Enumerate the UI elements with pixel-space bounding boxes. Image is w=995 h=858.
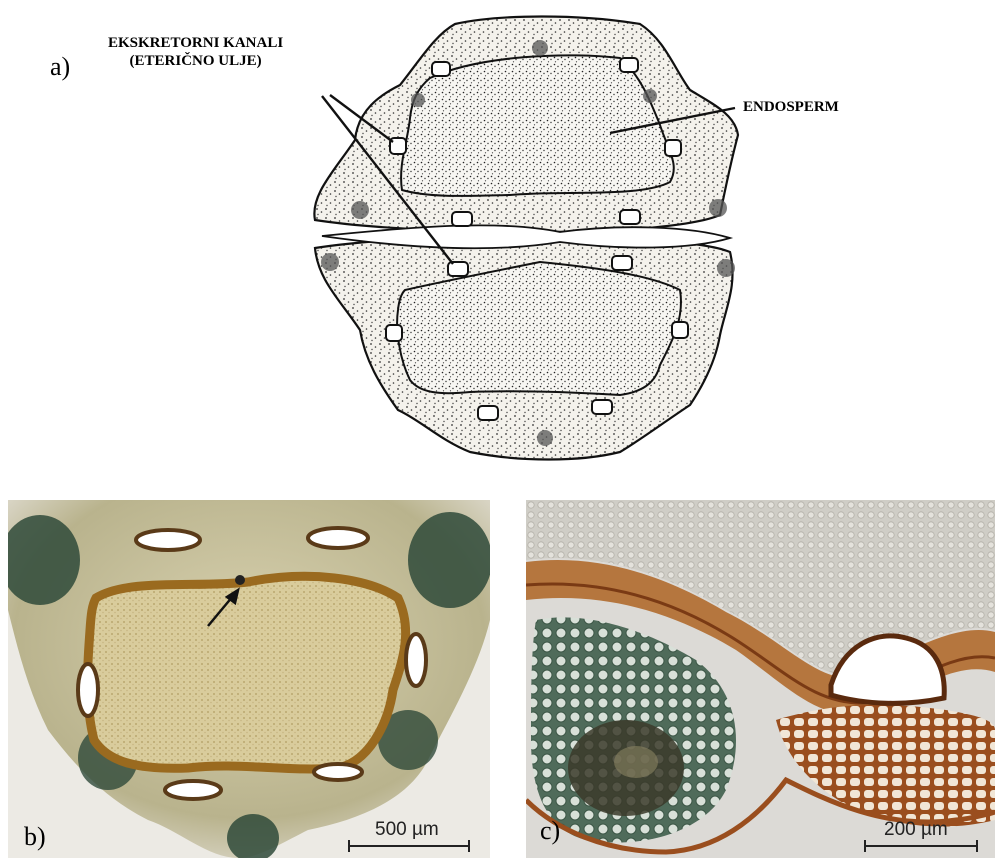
fruit-cross-section-drawing [0,0,995,470]
panel-c-letter: c) [540,816,560,846]
lower-endosperm [397,262,681,395]
panel-c-scale-bar [862,838,980,854]
panel-b-micrograph [8,500,490,858]
panel-b-scale-bar [346,838,472,854]
panel-b-letter: b) [24,822,46,852]
panel-c-micrograph [526,500,995,858]
